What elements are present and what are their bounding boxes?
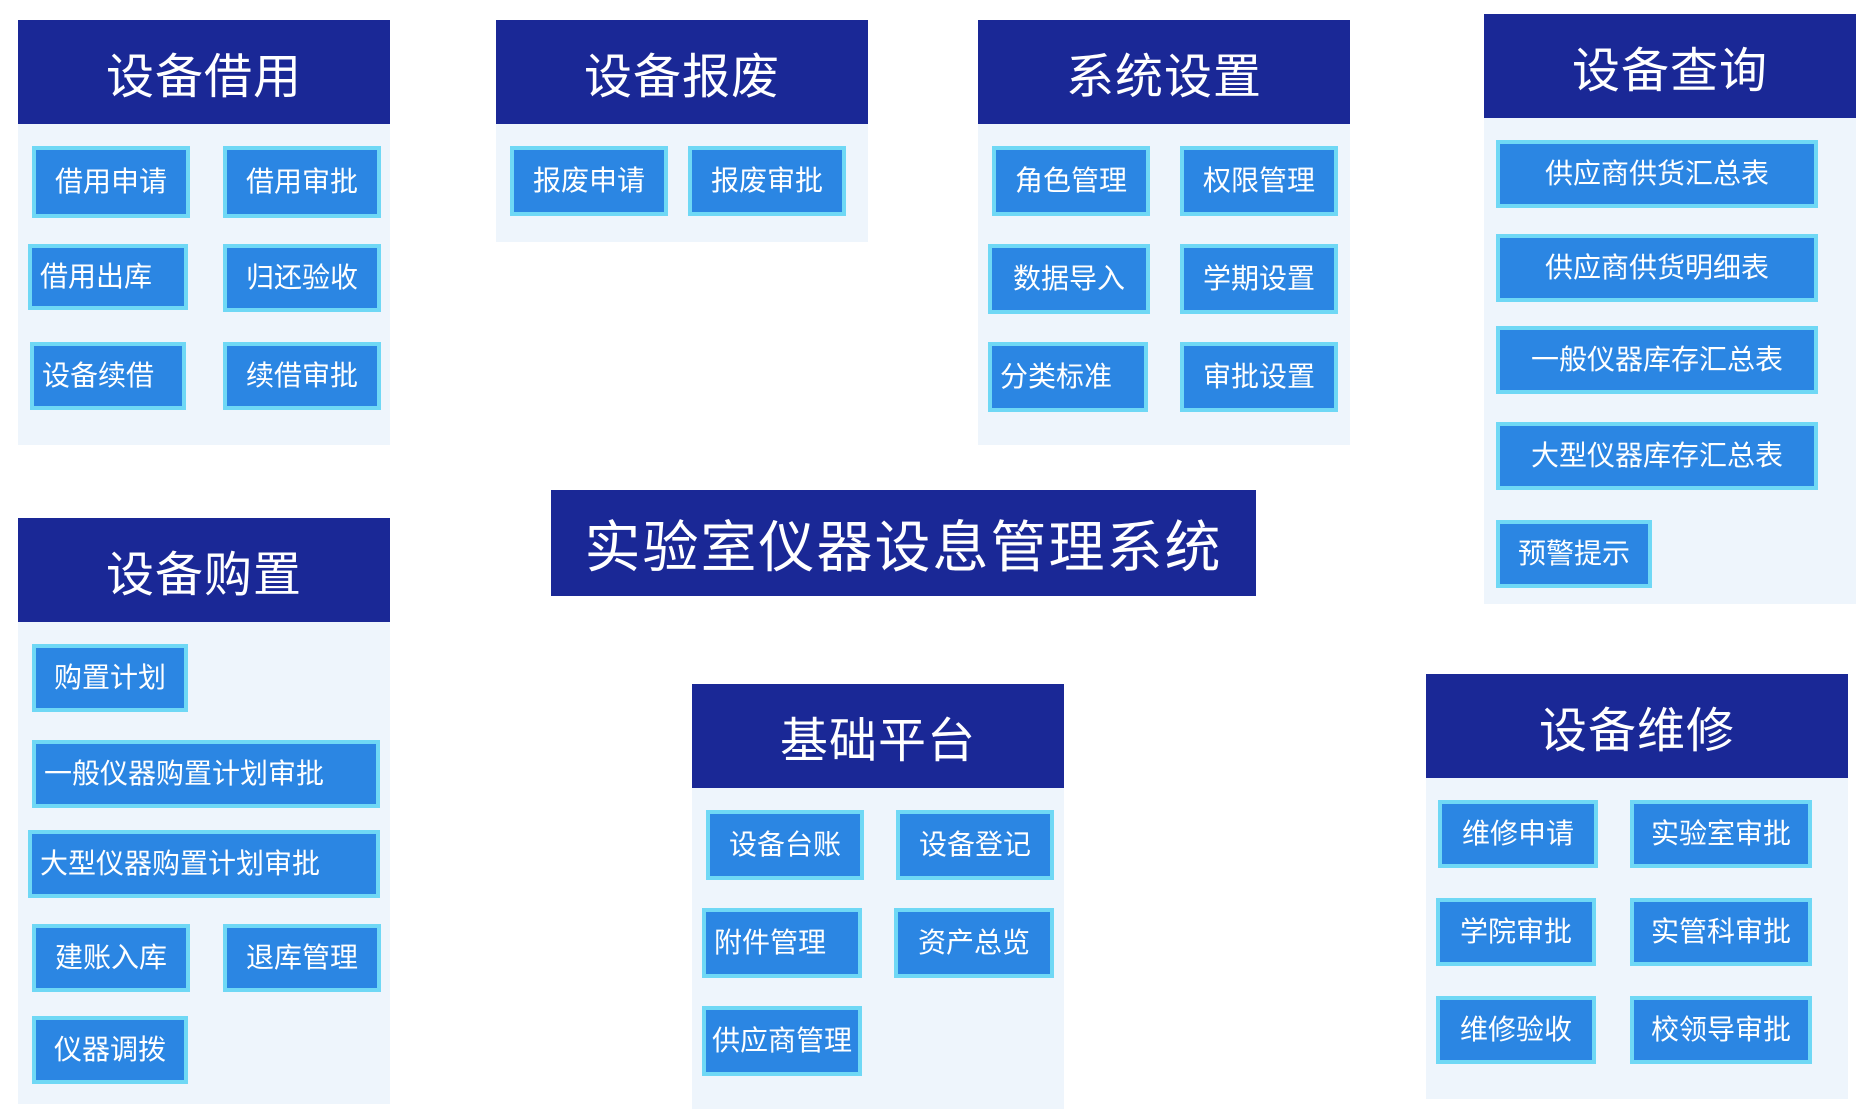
permission-manage-button[interactable]: 权限管理 bbox=[1180, 146, 1338, 216]
data-import-button[interactable]: 数据导入 bbox=[988, 244, 1150, 314]
asset-register-button[interactable]: 设备登记 bbox=[896, 810, 1054, 880]
scrap-approve-button[interactable]: 报废审批 bbox=[688, 146, 846, 216]
general-plan-approve-button[interactable]: 一般仪器购置计划审批 bbox=[32, 740, 380, 808]
asset-ledger-button[interactable]: 设备台账 bbox=[706, 810, 864, 880]
approval-setting-button[interactable]: 审批设置 bbox=[1180, 342, 1338, 412]
purchase-plan-button[interactable]: 购置计划 bbox=[32, 644, 188, 712]
module-query: 设备查询 供应商供货汇总表 供应商供货明细表 一般仪器库存汇总表 大型仪器库存汇… bbox=[1484, 14, 1856, 604]
module-scrap-title: 设备报废 bbox=[496, 20, 868, 124]
scrap-apply-button[interactable]: 报废申请 bbox=[510, 146, 668, 216]
module-settings-title: 系统设置 bbox=[978, 20, 1350, 124]
module-base-title: 基础平台 bbox=[692, 684, 1064, 788]
module-borrow-title: 设备借用 bbox=[18, 20, 390, 124]
supplier-summary-button[interactable]: 供应商供货汇总表 bbox=[1496, 140, 1818, 208]
borrow-apply-button[interactable]: 借用申请 bbox=[32, 146, 190, 218]
return-check-button[interactable]: 归还验收 bbox=[223, 244, 381, 312]
lab-approve-button[interactable]: 实验室审批 bbox=[1630, 800, 1812, 868]
module-purchase: 设备购置 购置计划 一般仪器购置计划审批 大型仪器购置计划审批 建账入库 退库管… bbox=[18, 518, 390, 1104]
module-base: 基础平台 设备台账 设备登记 附件管理 资产总览 供应商管理 bbox=[692, 684, 1064, 1109]
attachment-manage-button[interactable]: 附件管理 bbox=[702, 908, 862, 978]
semester-setting-button[interactable]: 学期设置 bbox=[1180, 244, 1338, 314]
renew-approve-button[interactable]: 续借审批 bbox=[223, 342, 381, 410]
renew-borrow-button[interactable]: 设备续借 bbox=[30, 342, 186, 410]
general-stock-summary-button[interactable]: 一般仪器库存汇总表 bbox=[1496, 326, 1818, 394]
warning-tip-button[interactable]: 预警提示 bbox=[1496, 520, 1652, 588]
management-dept-approve-button[interactable]: 实管科审批 bbox=[1630, 898, 1812, 966]
repair-check-button[interactable]: 维修验收 bbox=[1436, 996, 1596, 1064]
large-plan-approve-button[interactable]: 大型仪器购置计划审批 bbox=[28, 830, 380, 898]
college-approve-button[interactable]: 学院审批 bbox=[1436, 898, 1596, 966]
module-settings: 系统设置 角色管理 权限管理 数据导入 学期设置 分类标准 审批设置 bbox=[978, 20, 1350, 445]
account-inbound-button[interactable]: 建账入库 bbox=[32, 924, 190, 992]
module-purchase-title: 设备购置 bbox=[18, 518, 390, 622]
supplier-manage-button[interactable]: 供应商管理 bbox=[702, 1006, 862, 1076]
asset-overview-button[interactable]: 资产总览 bbox=[894, 908, 1054, 978]
large-stock-summary-button[interactable]: 大型仪器库存汇总表 bbox=[1496, 422, 1818, 490]
supplier-detail-button[interactable]: 供应商供货明细表 bbox=[1496, 234, 1818, 302]
module-scrap: 设备报废 报废申请 报废审批 bbox=[496, 20, 868, 242]
instrument-transfer-button[interactable]: 仪器调拨 bbox=[32, 1016, 188, 1084]
category-standard-button[interactable]: 分类标准 bbox=[988, 342, 1148, 412]
module-repair-title: 设备维修 bbox=[1426, 674, 1848, 778]
module-repair: 设备维修 维修申请 实验室审批 学院审批 实管科审批 维修验收 校领导审批 bbox=[1426, 674, 1848, 1099]
role-manage-button[interactable]: 角色管理 bbox=[992, 146, 1150, 216]
school-leader-approve-button[interactable]: 校领导审批 bbox=[1630, 996, 1812, 1064]
borrow-outbound-button[interactable]: 借用出库 bbox=[28, 244, 188, 310]
module-borrow: 设备借用 借用申请 借用审批 借用出库 归还验收 设备续借 续借审批 bbox=[18, 20, 390, 445]
system-title: 实验室仪器设息管理系统 bbox=[551, 490, 1256, 596]
borrow-approve-button[interactable]: 借用审批 bbox=[223, 146, 381, 218]
module-query-title: 设备查询 bbox=[1484, 14, 1856, 118]
return-stock-button[interactable]: 退库管理 bbox=[223, 924, 381, 992]
repair-apply-button[interactable]: 维修申请 bbox=[1438, 800, 1598, 868]
